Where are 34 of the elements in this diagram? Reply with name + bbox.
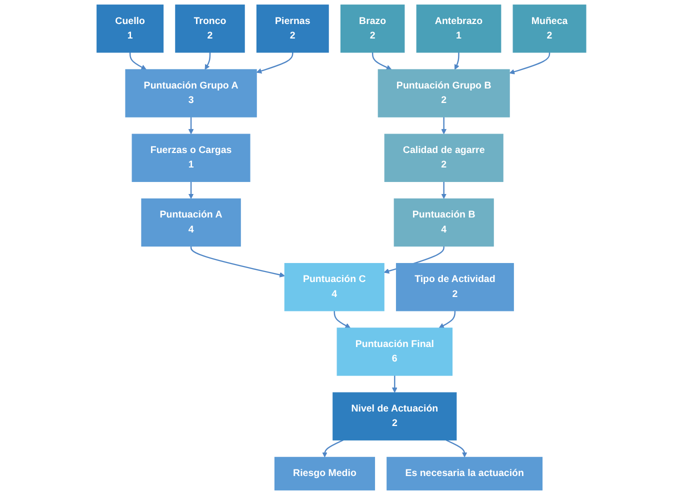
node-box: Fuerzas o Cargas 1 <box>131 134 250 182</box>
node-box: Puntuación B 4 <box>393 198 494 247</box>
node-box: Cuello 1 <box>96 4 164 53</box>
arrow <box>445 440 467 458</box>
arrow <box>188 117 194 134</box>
node-box: Puntuación Grupo B 2 <box>377 69 510 118</box>
node-box: Tronco 2 <box>174 4 244 53</box>
node-box: Riesgo Medio <box>274 456 375 490</box>
arrow <box>322 440 344 458</box>
node-box: Puntuación A 4 <box>140 198 240 247</box>
node-box: Nivel de Actuación 2 <box>332 392 456 440</box>
arrow <box>256 52 293 74</box>
arrow <box>188 182 194 199</box>
arrow <box>454 52 459 70</box>
arrow <box>204 52 210 70</box>
arrow <box>392 376 397 393</box>
arrow <box>438 310 456 328</box>
node-box: Calidad de agarre 2 <box>384 134 503 182</box>
node-box: Antebrazo 1 <box>416 4 501 53</box>
arrow <box>508 52 550 74</box>
arrow <box>440 117 446 134</box>
node-box: Muñeca 2 <box>512 4 586 53</box>
node-box: Puntuación Final 6 <box>336 328 452 376</box>
node-box: Brazo 2 <box>340 4 404 53</box>
node-box: Es necesaria la actuación <box>386 456 542 490</box>
arrow <box>129 52 146 70</box>
arrow <box>190 246 284 278</box>
arrow <box>333 310 350 328</box>
node-box: Puntuación Grupo A 3 <box>124 69 256 118</box>
node-box: Piernas 2 <box>256 4 328 53</box>
arrow <box>372 52 392 70</box>
node-box: Tipo de Actividad 2 <box>396 263 514 312</box>
node-box: Puntuación C 4 <box>284 263 384 312</box>
arrow <box>440 182 446 199</box>
